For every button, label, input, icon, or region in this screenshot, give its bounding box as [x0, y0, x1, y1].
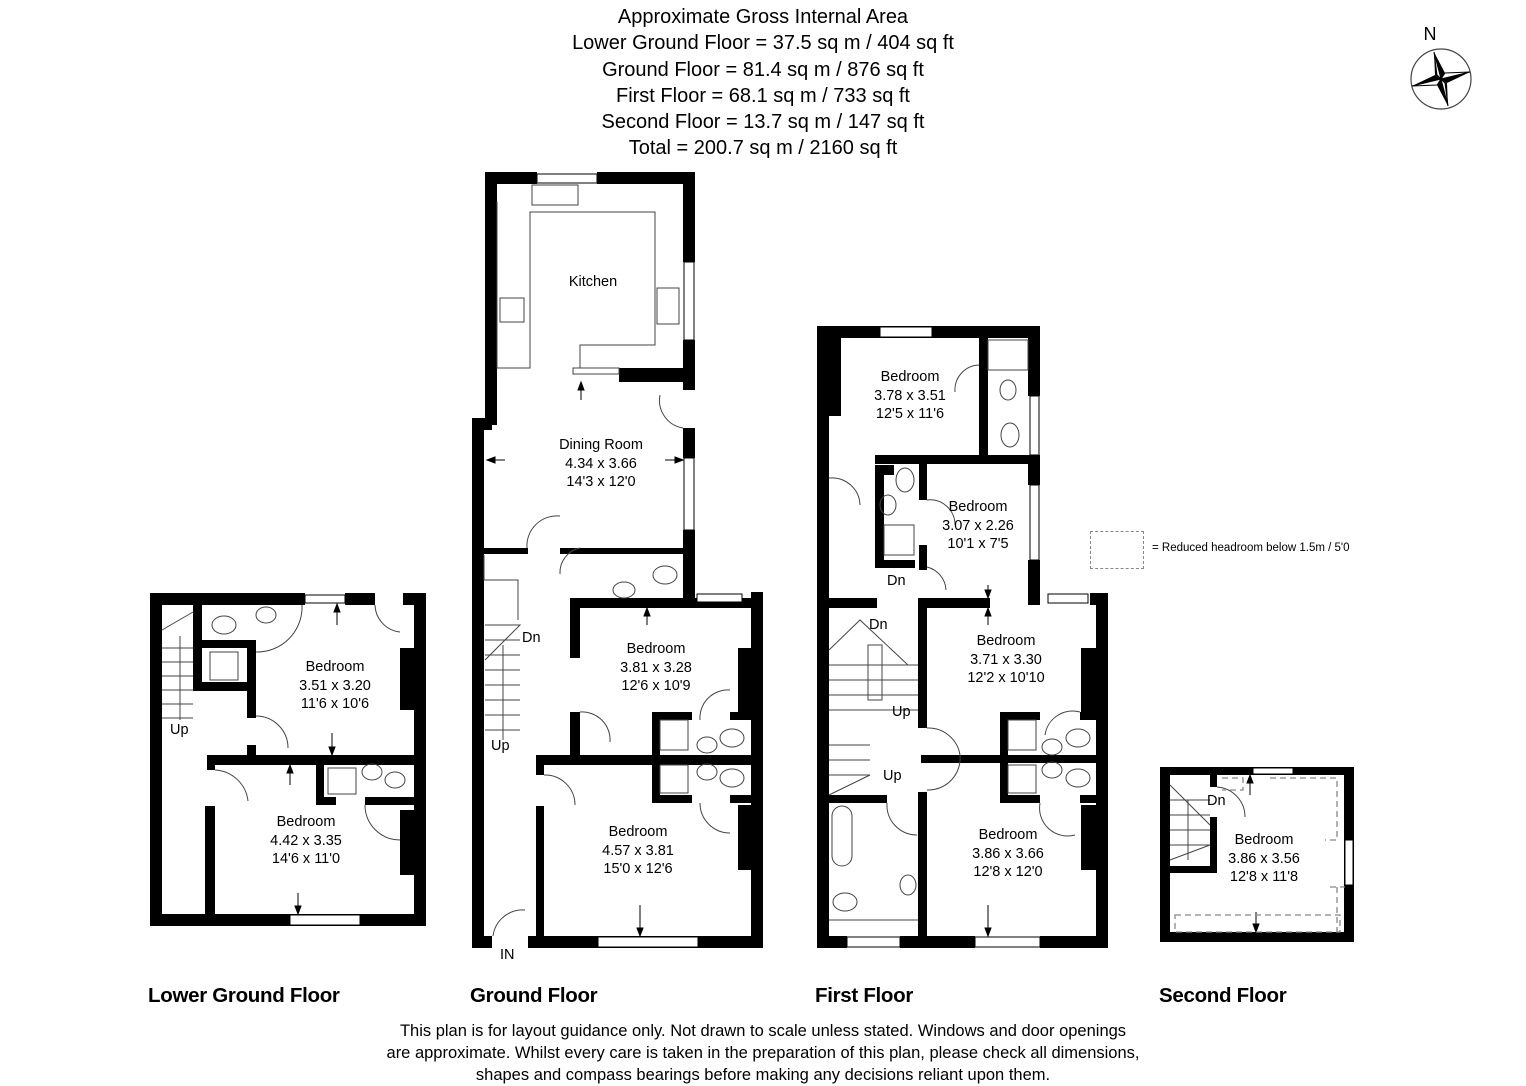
- lower-ground-walls: [150, 593, 426, 926]
- north-label: N: [1423, 24, 1437, 44]
- room-name: Bedroom: [978, 827, 1038, 843]
- room-name: Bedroom: [880, 369, 940, 385]
- gross-internal-area: Approximate Gross Internal Area Lower Gr…: [0, 4, 1526, 162]
- area-title: Approximate Gross Internal Area: [617, 6, 909, 28]
- room-imperial: 10'1 x 7'5: [947, 536, 1009, 552]
- floor-label-first: First Floor: [815, 984, 914, 1007]
- disclaimer: This plan is for layout guidance only. N…: [0, 1020, 1526, 1086]
- g-bedroom-2-label: Bedroom 4.57 x 3.81 15'0 x 12'6: [602, 823, 674, 879]
- area-first: First Floor = 68.1 sq m / 733 sq ft: [615, 84, 910, 107]
- area-ground: Ground Floor = 81.4 sq m / 876 sq ft: [602, 58, 924, 81]
- dining-room-label: Dining Room 4.34 x 3.66 14'3 x 12'0: [559, 436, 643, 492]
- floor-label-lower-ground: Lower Ground Floor: [148, 984, 340, 1007]
- room-imperial: 12'8 x 12'0: [973, 864, 1043, 880]
- first-walls: [817, 326, 1108, 948]
- ground-walls: [472, 172, 763, 948]
- f-bedroom-2-label: Bedroom 3.07 x 2.26 10'1 x 7'5: [942, 498, 1014, 554]
- compass-rose-icon: [1410, 48, 1472, 110]
- lg-bedroom-2-label: Bedroom 4.42 x 3.35 14'6 x 11'0: [270, 813, 342, 869]
- area-lower-ground: Lower Ground Floor = 37.5 sq m / 404 sq …: [572, 32, 954, 55]
- room-metric: 3.71 x 3.30: [970, 651, 1042, 668]
- dashed-box-icon: [1090, 531, 1144, 569]
- disclaimer-line-2: are approximate. Whilst every care is ta…: [386, 1044, 1140, 1062]
- room-imperial: 14'6 x 11'0: [271, 851, 341, 867]
- f-bedroom-3-label: Bedroom 3.71 x 3.30 12'2 x 10'10: [967, 632, 1044, 688]
- room-metric: 4.34 x 3.66: [565, 455, 637, 472]
- disclaimer-line-1: This plan is for layout guidance only. N…: [399, 1022, 1127, 1040]
- room-metric: 3.86 x 3.66: [972, 845, 1044, 862]
- room-metric: 4.57 x 3.81: [602, 842, 674, 859]
- disclaimer-line-3: shapes and compass bearings before makin…: [475, 1066, 1051, 1084]
- room-metric: 3.51 x 3.20: [299, 677, 371, 694]
- room-name: Bedroom: [1234, 832, 1294, 848]
- f-stair-dn-label-1: Dn: [887, 573, 906, 589]
- room-name: Bedroom: [976, 633, 1036, 649]
- s-stair-dn-label: Dn: [1207, 793, 1226, 809]
- g-stair-dn-label: Dn: [522, 630, 541, 646]
- room-name: Bedroom: [626, 641, 686, 657]
- room-name: Kitchen: [568, 274, 618, 290]
- room-name: Bedroom: [276, 814, 336, 830]
- room-imperial: 15'0 x 12'6: [603, 861, 673, 877]
- room-metric: 3.81 x 3.28: [620, 659, 692, 676]
- room-metric: 4.42 x 3.35: [270, 832, 342, 849]
- lg-bedroom-1-label: Bedroom 3.51 x 3.20 11'6 x 10'6: [299, 658, 371, 714]
- floor-label-second: Second Floor: [1159, 984, 1287, 1007]
- room-imperial: 14'3 x 12'0: [566, 474, 636, 490]
- s-bedroom-label: Bedroom 3.86 x 3.56 12'8 x 11'8: [1228, 831, 1300, 887]
- room-metric: 3.78 x 3.51: [874, 387, 946, 404]
- legend-text: = Reduced headroom below 1.5m / 5'0: [1152, 542, 1350, 554]
- room-imperial: 12'2 x 10'10: [967, 670, 1045, 686]
- room-imperial: 11'6 x 10'6: [300, 696, 370, 712]
- room-imperial: 12'8 x 11'8: [1229, 869, 1299, 885]
- room-metric: 3.07 x 2.26: [942, 517, 1014, 534]
- area-total: Total = 200.7 sq m / 2160 sq ft: [628, 137, 898, 160]
- f-bedroom-1-label: Bedroom 3.78 x 3.51 12'5 x 11'6: [874, 368, 946, 424]
- room-name: Dining Room: [559, 437, 643, 453]
- f-bedroom-4-label: Bedroom 3.86 x 3.66 12'8 x 12'0: [972, 826, 1044, 882]
- room-name: Bedroom: [948, 499, 1008, 515]
- f-stair-dn-label-2: Dn: [869, 617, 888, 633]
- g-bedroom-1-label: Bedroom 3.81 x 3.28 12'6 x 10'9: [620, 640, 692, 696]
- floor-label-ground: Ground Floor: [470, 984, 598, 1007]
- kitchen-label: Kitchen: [569, 273, 617, 292]
- g-stair-up-label: Up: [491, 738, 510, 754]
- room-name: Bedroom: [608, 824, 668, 840]
- f-stair-up-label-1: Up: [892, 704, 911, 720]
- area-second: Second Floor = 13.7 sq m / 147 sq ft: [601, 111, 925, 134]
- f-stair-up-label-2: Up: [883, 768, 902, 784]
- room-imperial: 12'5 x 11'6: [875, 406, 945, 422]
- room-metric: 3.86 x 3.56: [1228, 850, 1300, 867]
- lg-stair-up-label: Up: [170, 722, 189, 738]
- room-imperial: 12'6 x 10'9: [621, 678, 691, 694]
- compass: N: [1405, 24, 1475, 110]
- room-name: Bedroom: [305, 659, 365, 675]
- entrance-label: IN: [500, 947, 515, 963]
